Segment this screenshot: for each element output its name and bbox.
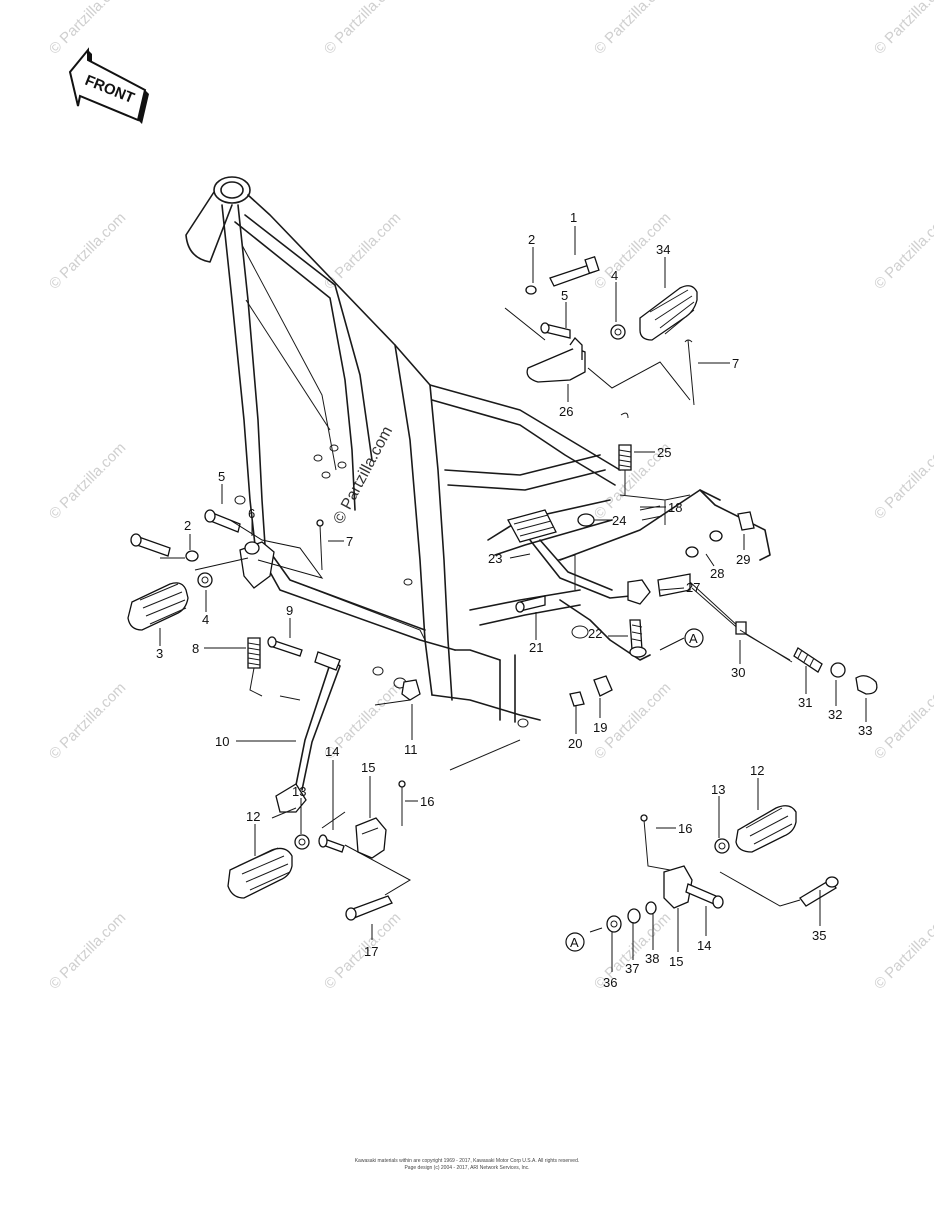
callout-25: 25 xyxy=(657,445,671,460)
nut-parts xyxy=(569,675,613,707)
callout-29: 29 xyxy=(736,552,750,567)
lower-right-peg-group xyxy=(589,805,839,933)
callout-5: 5 xyxy=(218,469,225,484)
callout-26: 26 xyxy=(559,404,573,419)
callout-16: 16 xyxy=(420,794,434,809)
watermark: © Partzilla.com xyxy=(46,209,129,292)
watermark: © Partzilla.com xyxy=(591,0,674,58)
callout-4: 4 xyxy=(611,268,618,283)
callout-12: 12 xyxy=(750,763,764,778)
left-footrest-group xyxy=(127,509,421,819)
callout-2: 2 xyxy=(528,232,535,247)
center-watermark: © Partzilla.com xyxy=(331,424,397,527)
watermark: © Partzilla.com xyxy=(871,909,934,992)
callout-9: 9 xyxy=(286,603,293,618)
callout-13: 13 xyxy=(292,784,306,799)
reference-marker-a: A xyxy=(565,932,585,952)
callout-35: 35 xyxy=(812,928,826,943)
callout-32: 32 xyxy=(828,707,842,722)
callout-15: 15 xyxy=(669,954,683,969)
callout-17: 17 xyxy=(364,944,378,959)
callout-20: 20 xyxy=(568,736,582,751)
callout-2: 2 xyxy=(184,518,191,533)
callout-23: 23 xyxy=(488,551,502,566)
watermark: © Partzilla.com xyxy=(871,439,934,522)
callout-4: 4 xyxy=(202,612,209,627)
callout-38: 38 xyxy=(645,951,659,966)
callout-numbers: 1 2 34 5 4 7 26 25 18 24 29 28 27 23 22 … xyxy=(156,210,872,990)
callout-36: 36 xyxy=(603,975,617,990)
callout-30: 30 xyxy=(731,665,745,680)
callout-19: 19 xyxy=(593,720,607,735)
callout-15: 15 xyxy=(361,760,375,775)
callout-14: 14 xyxy=(697,938,711,953)
callout-24: 24 xyxy=(612,513,626,528)
callout-10: 10 xyxy=(215,734,229,749)
svg-text:A: A xyxy=(570,935,579,950)
upper-footrest-group xyxy=(504,255,698,406)
watermark-layer: © Partzilla.com © Partzilla.com © Partzi… xyxy=(46,0,934,993)
callout-6: 6 xyxy=(248,506,255,521)
callout-18: 18 xyxy=(668,500,682,515)
callout-8: 8 xyxy=(192,641,199,656)
callout-1: 1 xyxy=(570,210,577,225)
callout-33: 33 xyxy=(858,723,872,738)
callout-leaders xyxy=(159,226,867,972)
watermark: © Partzilla.com xyxy=(871,679,934,762)
watermark: © Partzilla.com xyxy=(321,909,404,992)
copyright-line-2: Page design (c) 2004 - 2017, ARI Network… xyxy=(404,1165,530,1171)
lower-left-peg-group xyxy=(227,780,412,921)
reference-marker-a: A xyxy=(659,628,704,651)
watermark: © Partzilla.com xyxy=(321,0,404,58)
frame-drawing xyxy=(185,176,771,771)
brake-pedal-group xyxy=(507,412,878,695)
callout-31: 31 xyxy=(798,695,812,710)
callout-11: 11 xyxy=(404,742,418,757)
callout-16: 16 xyxy=(678,821,692,836)
callout-13: 13 xyxy=(711,782,725,797)
callout-5: 5 xyxy=(561,288,568,303)
callout-27: 27 xyxy=(686,580,700,595)
callout-12: 12 xyxy=(246,809,260,824)
copyright-line-1: Kawasaki materials within are copyright … xyxy=(354,1158,580,1164)
front-arrow-icon: FRONT xyxy=(68,47,149,124)
callout-28: 28 xyxy=(710,566,724,581)
callout-34: 34 xyxy=(656,242,670,257)
watermark: © Partzilla.com xyxy=(46,439,129,522)
copyright-notice: Kawasaki materials within are copyright … xyxy=(0,1158,934,1172)
callout-22: 22 xyxy=(588,626,602,641)
callout-3: 3 xyxy=(156,646,163,661)
watermark: © Partzilla.com xyxy=(46,679,129,762)
watermark: © Partzilla.com xyxy=(46,909,129,992)
watermark: © Partzilla.com xyxy=(871,0,934,58)
callout-21: 21 xyxy=(529,640,543,655)
callout-14: 14 xyxy=(325,744,339,759)
callout-7: 7 xyxy=(732,356,739,371)
callout-7: 7 xyxy=(346,534,353,549)
callout-37: 37 xyxy=(625,961,639,976)
svg-text:A: A xyxy=(689,631,698,646)
watermark: © Partzilla.com xyxy=(871,209,934,292)
